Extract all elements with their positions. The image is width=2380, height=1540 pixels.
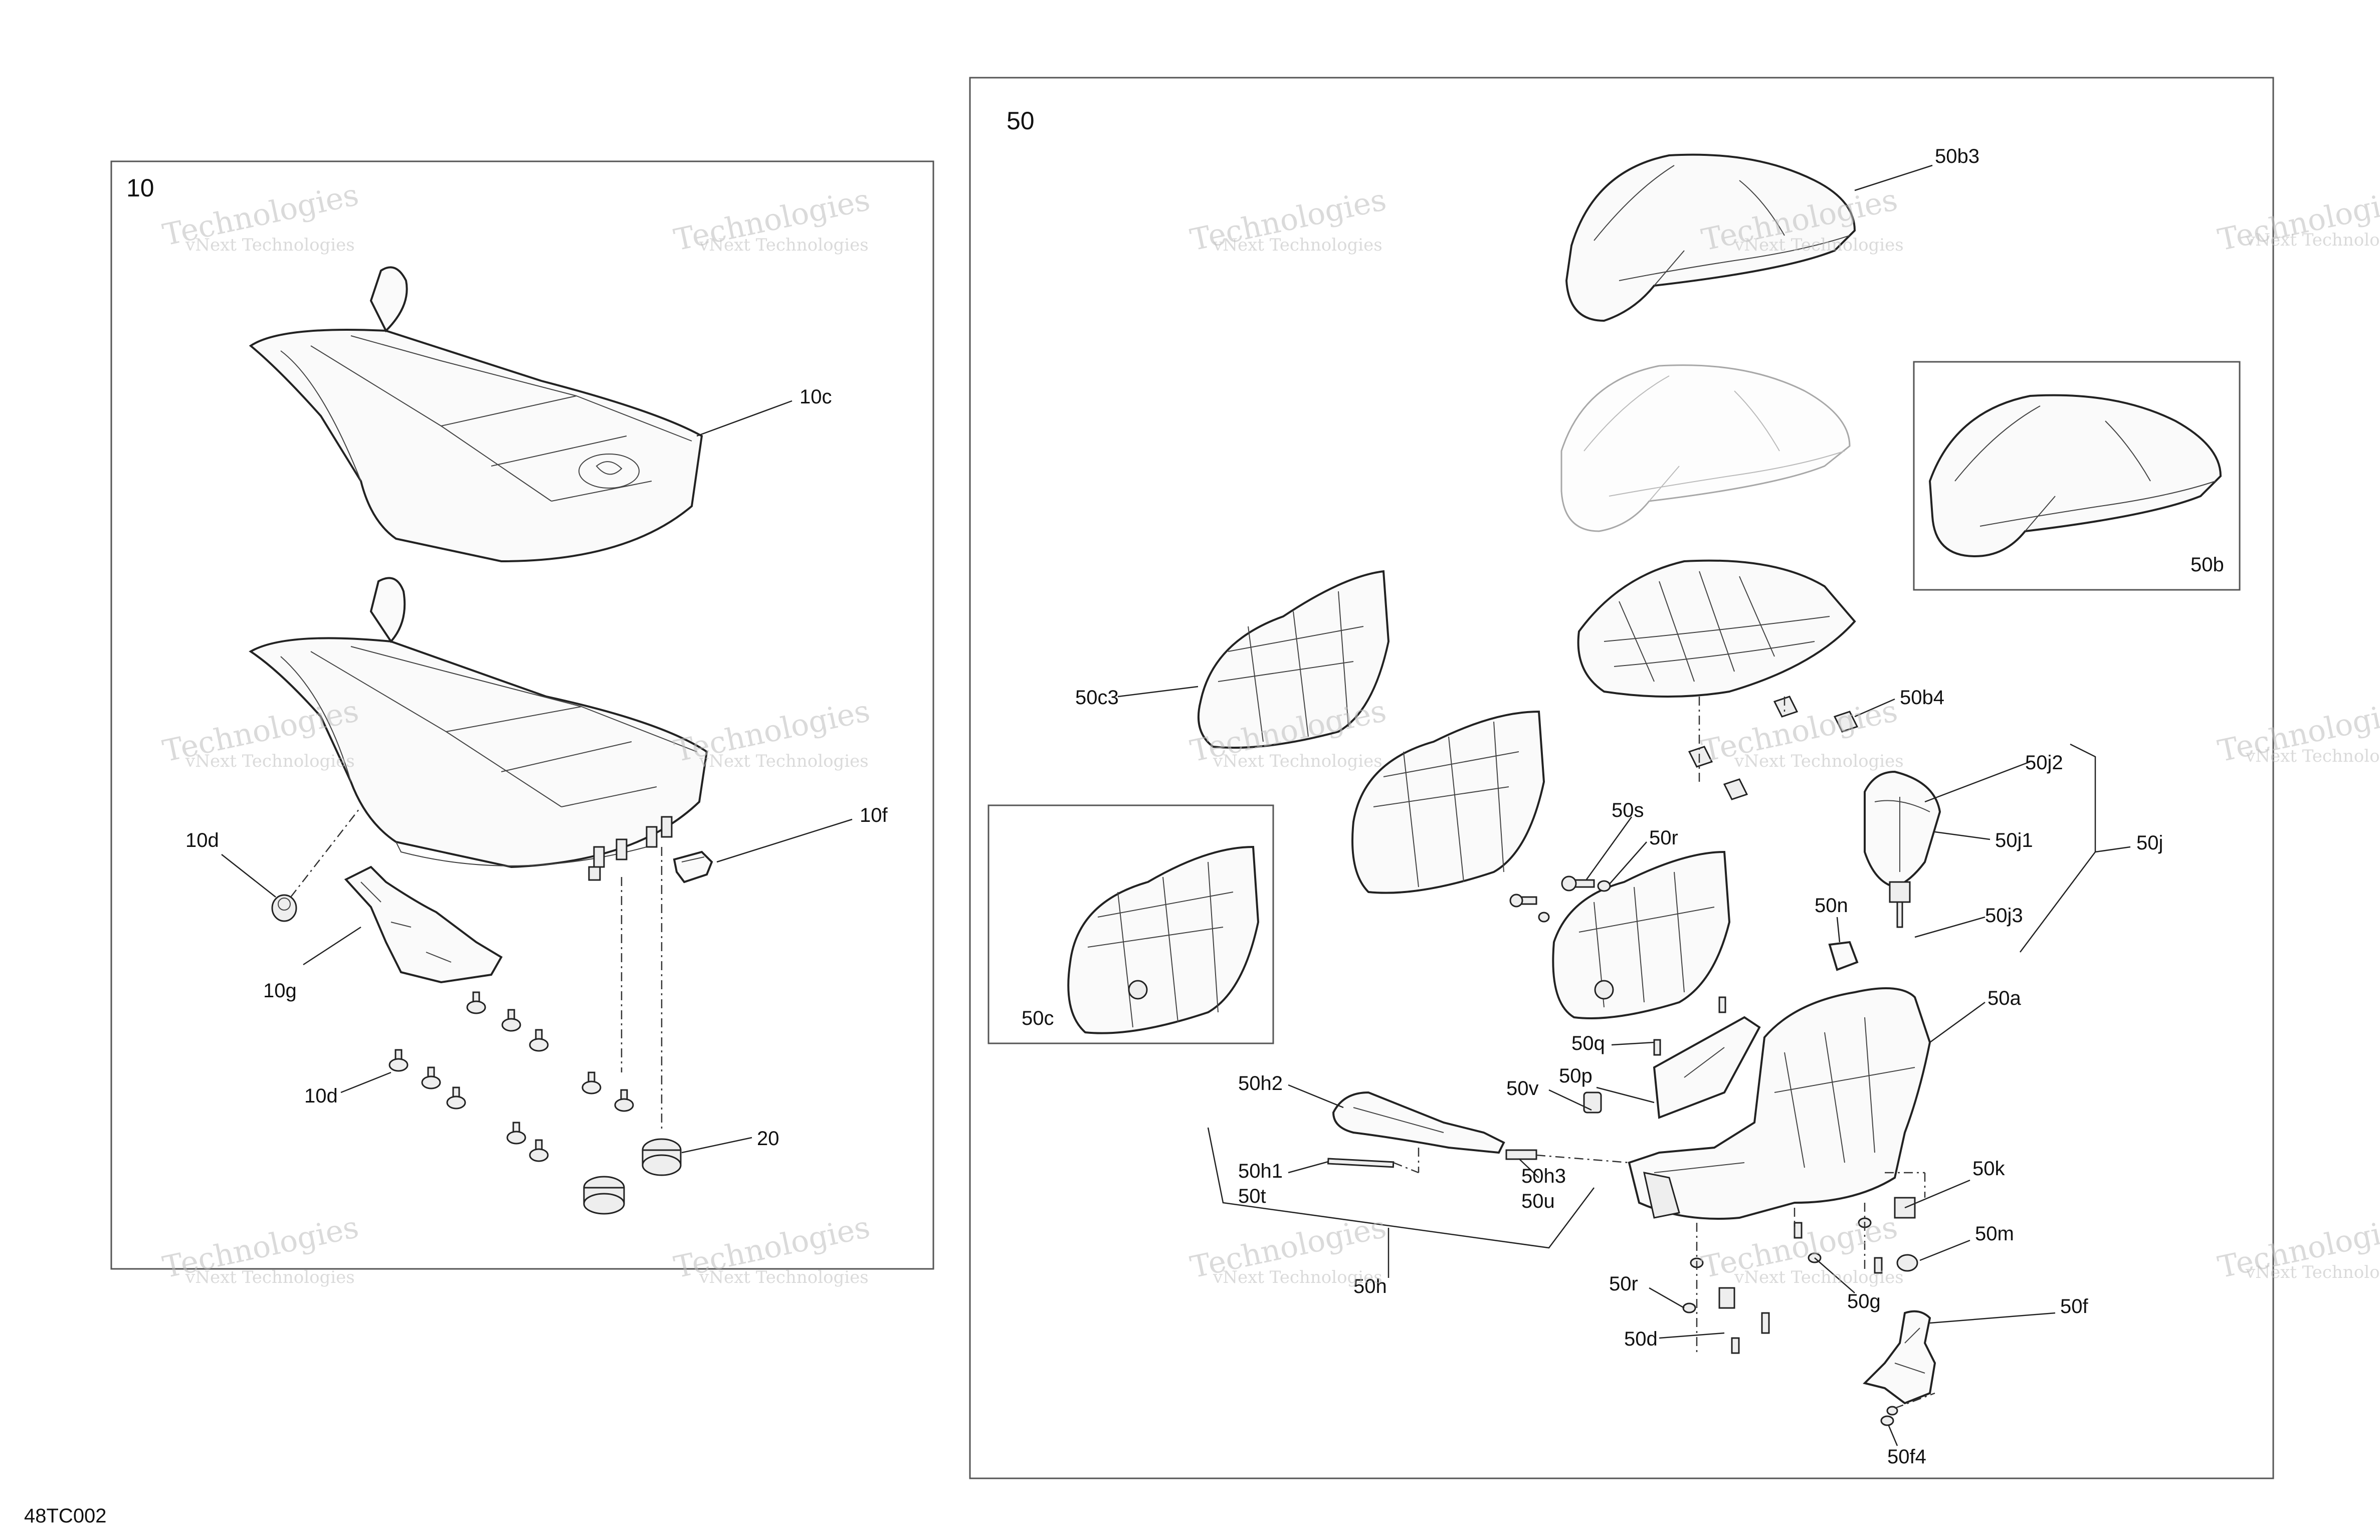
bolt-left	[1509, 894, 1550, 923]
callout-50d: 50d	[1624, 1328, 1658, 1350]
backrest-50c3	[1197, 570, 1390, 749]
callout-50j: 50j	[2136, 832, 2163, 854]
callout-50n: 50n	[1815, 895, 1848, 917]
seat-50b-inset	[1928, 394, 2222, 558]
watermark: vNext Technologies	[2245, 746, 2380, 766]
inset-50b-frame	[1913, 361, 2241, 591]
backrest-frame	[1552, 850, 1731, 1019]
seat-base-50b4	[1577, 559, 1859, 800]
watermark: vNext Technologies	[185, 1267, 355, 1287]
seat-10c	[249, 266, 703, 563]
watermark: vNext Technologies	[2245, 1262, 2380, 1282]
watermark: vNext Technologies	[1734, 235, 1904, 255]
callout-20: 20	[757, 1128, 779, 1150]
watermark: vNext Technologies	[699, 751, 869, 771]
bracket-50f	[1863, 1310, 1936, 1405]
callout-50b: 50b	[2191, 554, 2224, 576]
part-10g-shield	[344, 865, 503, 984]
pin-50h1	[1327, 1158, 1395, 1168]
watermark: vNext Technologies	[185, 751, 355, 771]
callout-50h: 50h	[1353, 1275, 1387, 1297]
callout-50v: 50v	[1506, 1077, 1539, 1099]
part-20-bushing-b	[583, 1176, 625, 1215]
callout-50p: 50p	[1559, 1065, 1593, 1087]
callout-50a: 50a	[1988, 987, 2021, 1009]
seat-fasteners	[588, 816, 673, 881]
callout-50s: 50s	[1612, 799, 1644, 821]
backrest-middle	[1351, 710, 1545, 894]
panel-50-label: 50	[1007, 107, 1035, 135]
callout-50j1: 50j1	[1995, 829, 2033, 851]
callout-50b3: 50b3	[1935, 145, 1979, 167]
callout-50h3: 50h3	[1521, 1165, 1566, 1187]
watermark: vNext Technologies	[1734, 751, 1904, 771]
panel-50-frame	[969, 77, 2274, 1479]
seat-cover-50b3	[1565, 153, 1856, 322]
callout-50f4: 50f4	[1887, 1446, 1926, 1468]
armrest-50j	[1864, 770, 1941, 928]
dash-50b4	[1698, 697, 1786, 782]
panel-10-label: 10	[126, 174, 154, 202]
callout-10c: 10c	[800, 386, 832, 408]
part-10d-cap	[271, 894, 297, 922]
bolt-50s	[1561, 875, 1595, 892]
callout-50q: 50q	[1571, 1032, 1605, 1054]
seat-frame-50a	[1628, 987, 1931, 1220]
watermark: vNext Technologies	[699, 235, 869, 255]
washer-50f4	[1880, 1406, 1898, 1426]
backrest-50c-inset	[1067, 845, 1260, 1034]
dash-50f	[1894, 1392, 1935, 1409]
callout-50r-b: 50r	[1609, 1273, 1638, 1295]
plate-50q	[1653, 996, 1761, 1119]
washer-50r	[1597, 880, 1611, 892]
callout-50t: 50t	[1238, 1185, 1266, 1207]
seat-10	[249, 577, 708, 868]
leader-lines	[221, 164, 2131, 1446]
seat-ghost-50b	[1560, 364, 1851, 532]
callout-10f: 10f	[860, 804, 888, 826]
part-20-bushing-a	[642, 1138, 682, 1176]
watermark: vNext Technologies	[699, 1267, 869, 1287]
callout-50m: 50m	[1975, 1223, 2014, 1245]
callout-50g: 50g	[1847, 1290, 1881, 1312]
watermark: vNext Technologies	[185, 235, 355, 255]
dash-50h	[1393, 1148, 1630, 1174]
bushing-50p	[1583, 1091, 1602, 1114]
inset-50c-frame	[987, 804, 1274, 1044]
drawing-code: 48TC002	[24, 1505, 107, 1527]
callout-50b4: 50b4	[1900, 687, 1944, 709]
callout-50c3: 50c3	[1075, 687, 1119, 709]
watermark: vNext Technologies	[1213, 751, 1382, 771]
dash-10d	[290, 806, 361, 898]
panel-10-frame	[110, 160, 934, 1270]
footrest-50h2	[1332, 1091, 1505, 1154]
callout-50h1: 50h1	[1238, 1160, 1283, 1182]
callout-50f: 50f	[2060, 1295, 2088, 1317]
dash-50-lower	[1696, 1172, 1926, 1353]
callout-10d-b: 10d	[304, 1085, 338, 1107]
watermark: vNext Technologies	[1213, 1267, 1382, 1287]
clip-50n	[1828, 941, 1859, 971]
callout-50c: 50c	[1022, 1007, 1054, 1029]
watermark: vNext Technologies	[1213, 235, 1382, 255]
grommets-10d	[388, 991, 634, 1162]
callout-50u: 50u	[1521, 1190, 1555, 1212]
callout-10d-a: 10d	[185, 829, 219, 851]
callout-50j2: 50j2	[2025, 752, 2063, 774]
callout-50r-a: 50r	[1649, 827, 1678, 849]
watermark: vNext Technologies	[2245, 230, 2380, 250]
tube-50h3	[1505, 1149, 1537, 1160]
watermark: vNext Technologies	[1734, 1267, 1904, 1287]
part-10f-clip	[673, 850, 713, 884]
callout-50k: 50k	[1972, 1158, 2005, 1180]
callout-50h2: 50h2	[1238, 1072, 1283, 1094]
callout-50j3: 50j3	[1985, 905, 2023, 927]
callout-10g: 10g	[263, 980, 297, 1002]
